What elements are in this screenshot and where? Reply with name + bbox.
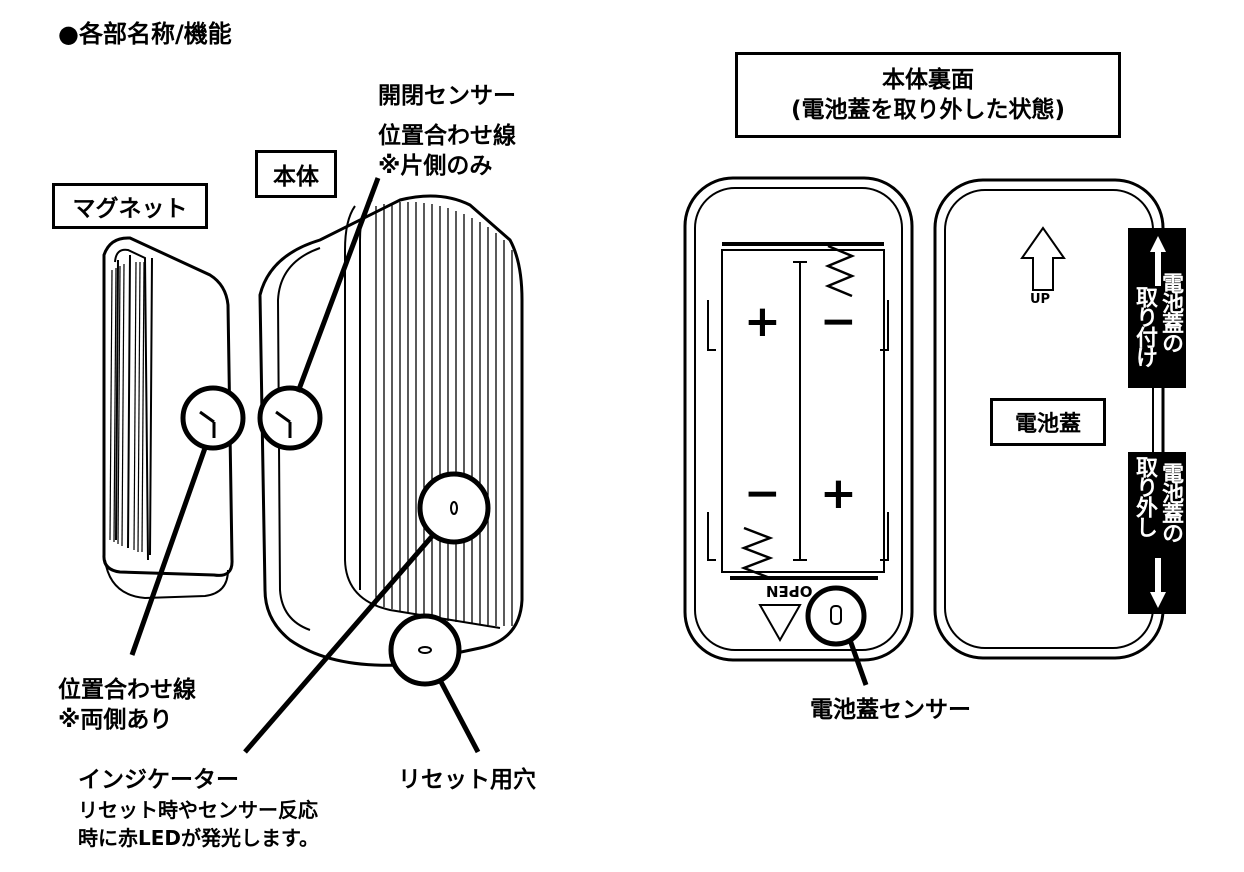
reset-hole-circle <box>388 613 462 687</box>
body-alignment-line-label: 位置合わせ線 <box>378 123 516 149</box>
remove-arrow-icon <box>1150 558 1166 608</box>
callouts-left <box>129 177 491 754</box>
indicator-label: インジケーター <box>78 767 239 793</box>
body-back-illustration <box>683 176 914 686</box>
open-marking: OPEN <box>766 582 813 600</box>
remove-instruction-col2: 取り外し <box>1132 456 1157 536</box>
magnet-label: マグネット <box>72 196 188 222</box>
cover-label: 電池蓋 <box>1014 412 1081 437</box>
indicator-description-line2: 時に赤LEDが発光します。 <box>78 826 320 850</box>
cover-sensor-circle <box>805 585 867 647</box>
attach-instruction-col1: 電池蓋の <box>1158 272 1183 352</box>
page-heading: ●各部名称/機能 <box>58 20 232 48</box>
magnet-alignment-note: ※両側あり <box>58 707 173 733</box>
leader-reset-hole <box>437 678 481 754</box>
leader-indicator <box>243 532 436 754</box>
attach-arrow-icon <box>1150 236 1166 286</box>
cover-sensor-label: 電池蓋センサー <box>810 697 971 723</box>
leader-cover-sensor <box>847 639 869 686</box>
plus-mark-top-left: + <box>744 296 781 347</box>
minus-mark-top-right: − <box>820 296 857 347</box>
body-alignment-note: ※片側のみ <box>378 153 493 179</box>
up-arrow-icon <box>1020 226 1066 291</box>
leader-magnet-alignment <box>129 447 208 656</box>
reset-hole-label: リセット用穴 <box>398 767 536 793</box>
magnet-ridges <box>109 261 145 553</box>
cover-up-label: UP <box>1030 292 1051 307</box>
magnet-alignment-circle <box>180 385 246 451</box>
cover-sensor-icon <box>830 605 842 625</box>
body-alignment-circle <box>257 385 323 451</box>
open-close-sensor-label: 開閉センサー <box>378 83 516 109</box>
back-title-line2: (電池蓋を取り外した状態) <box>790 97 1066 123</box>
attach-instruction-col2: 取り付け <box>1132 286 1157 366</box>
back-title-box: 本体裏面 (電池蓋を取り外した状態) <box>735 52 1121 138</box>
indicator-description-line1: リセット時やセンサー反応 <box>78 798 318 822</box>
body-label: 本体 <box>273 164 319 190</box>
remove-instruction-col1: 電池蓋の <box>1158 462 1183 542</box>
indicator-circle <box>417 471 491 545</box>
body-ridges <box>375 202 513 626</box>
attach-instruction-band: 電池蓋の 取り付け <box>1128 228 1186 388</box>
minus-mark-bottom-left: − <box>744 468 781 519</box>
back-title-line1: 本体裏面 <box>882 67 974 93</box>
body-label-box: 本体 <box>255 150 337 198</box>
remove-instruction-band: 電池蓋の 取り外し <box>1128 452 1186 614</box>
plus-mark-bottom-right: + <box>820 468 857 519</box>
leader-body-alignment <box>295 177 381 393</box>
magnet-alignment-line-label: 位置合わせ線 <box>58 677 196 703</box>
cover-label-box: 電池蓋 <box>990 398 1106 446</box>
reset-hole-icon <box>418 646 432 654</box>
indicator-led-icon <box>450 501 458 515</box>
magnet-label-box: マグネット <box>52 183 208 229</box>
